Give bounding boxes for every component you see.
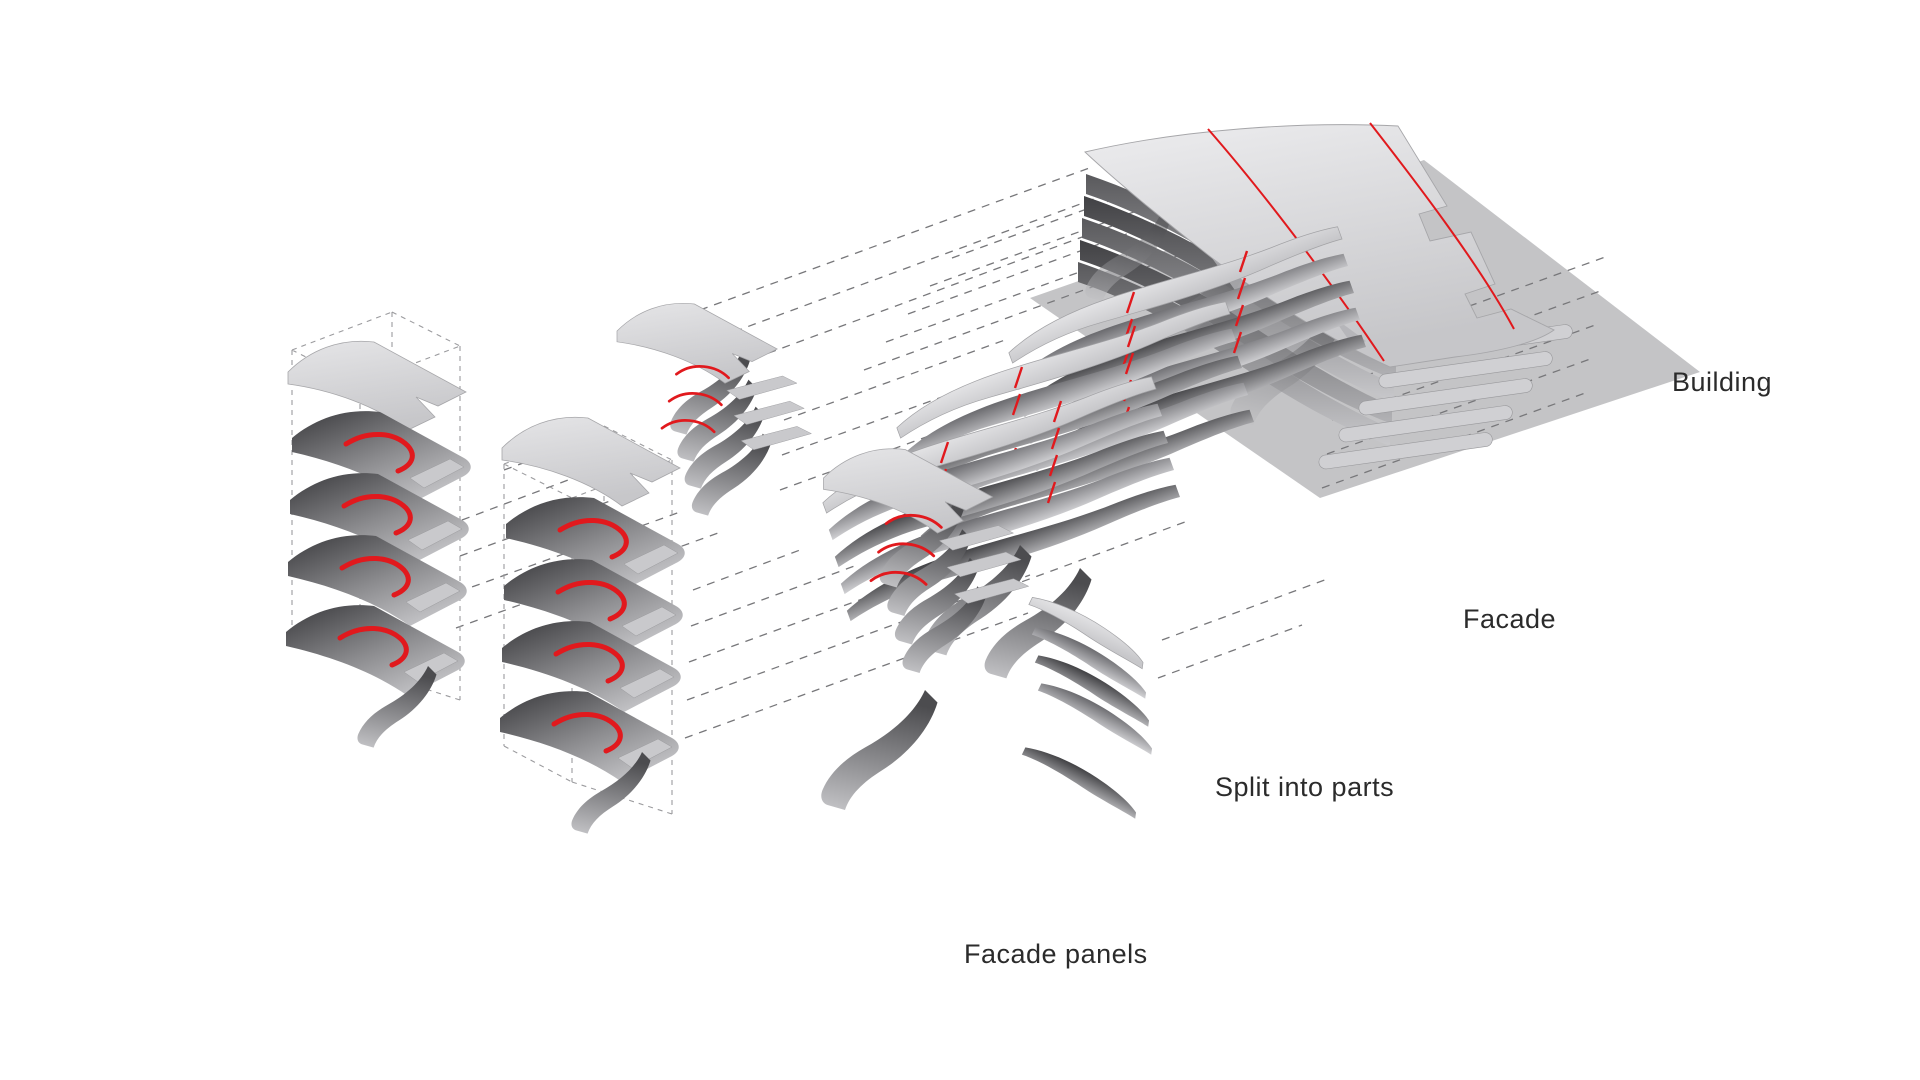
facade-panel bbox=[500, 691, 679, 782]
label-building: Building bbox=[1672, 367, 1773, 397]
panel-column-2 bbox=[500, 416, 685, 834]
panel-column-1 bbox=[286, 340, 471, 748]
label-facade-panels: Facade panels bbox=[964, 939, 1148, 969]
label-split-into-parts: Split into parts bbox=[1215, 772, 1395, 802]
dashes-facade-to-building-left bbox=[699, 166, 1181, 375]
label-facade: Facade bbox=[1463, 604, 1557, 634]
top-notched-panel bbox=[501, 416, 681, 507]
facade-panel bbox=[286, 605, 465, 696]
stack-tail-ribbon bbox=[821, 690, 938, 810]
split-stack-1 bbox=[617, 303, 811, 515]
